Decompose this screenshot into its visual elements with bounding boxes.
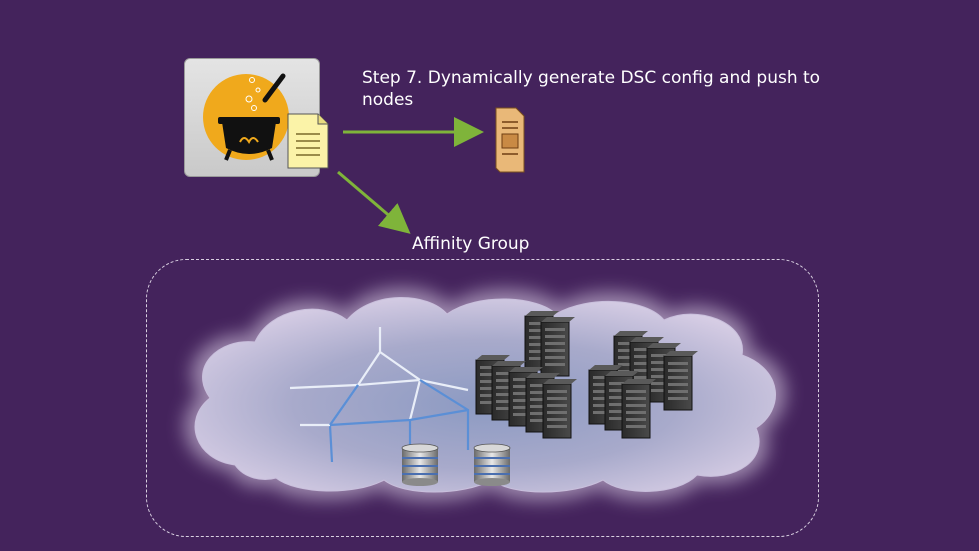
affinity-group-boundary [146,259,819,537]
affinity-arrow [337,170,411,234]
server-rack-icon [542,379,577,439]
document-icon [287,113,329,169]
pushed-config-document-icon [495,107,525,173]
cooking-pot-icon [203,73,289,161]
affinity-group-label: Affinity Group [412,234,530,254]
step-description: Step 7. Dynamically generate DSC config … [362,68,821,110]
server-racks [475,311,698,439]
server-rack-icon [621,379,656,439]
database-icon [401,443,439,486]
network-topology [289,327,470,463]
database-icon [473,443,511,486]
server-rack-icon [540,317,575,377]
server-rack-icon [663,351,698,411]
